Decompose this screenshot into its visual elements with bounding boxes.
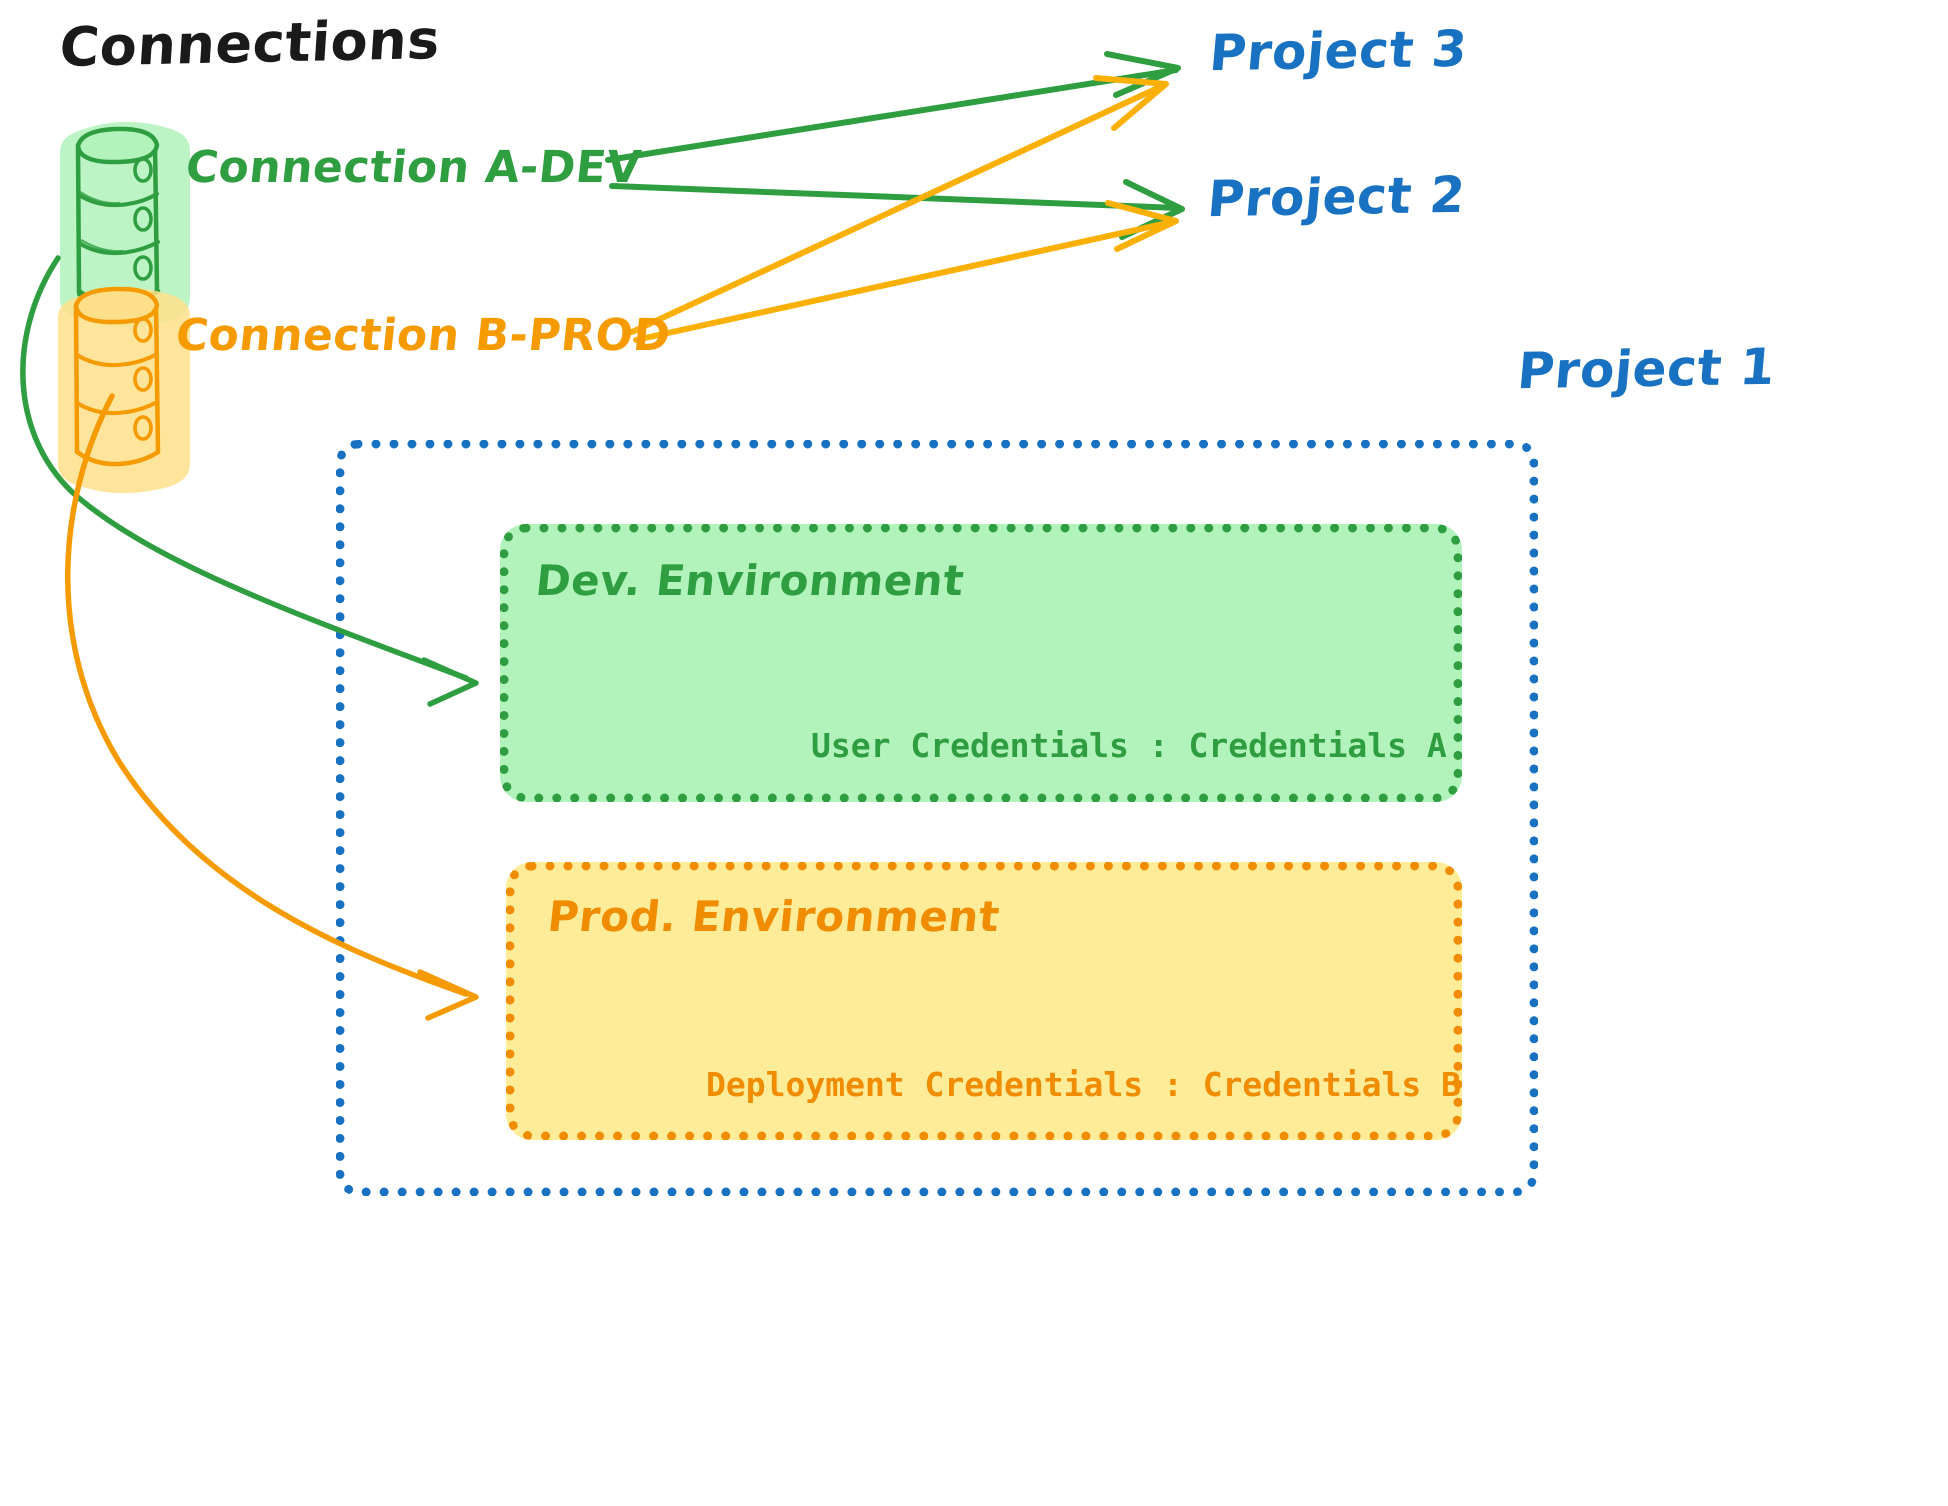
- database-icon-connection-b-prod[interactable]: [58, 286, 190, 494]
- project-3-label[interactable]: Project 3: [1207, 19, 1470, 83]
- edge-b-prod-to-project-3: [629, 75, 1169, 335]
- edge-a-dev-to-dev-environment: [20, 255, 479, 707]
- dev-environment-box[interactable]: [500, 524, 1462, 802]
- database-icon-connection-a-dev[interactable]: [60, 121, 190, 328]
- project-2-label[interactable]: Project 2: [1205, 165, 1468, 229]
- prod-environment-box[interactable]: [506, 862, 1462, 1140]
- project-1-container: [336, 440, 1538, 1196]
- project-1-label[interactable]: Project 1: [1515, 337, 1778, 401]
- edge-a-dev-to-project-3: [605, 51, 1181, 163]
- dev-environment-credentials: User Credentials : Credentials A: [811, 726, 1447, 765]
- edge-b-prod-to-project-2: [633, 200, 1179, 343]
- dev-environment-title: Dev. Environment: [533, 556, 967, 605]
- prod-environment-credentials: Deployment Credentials : Credentials B: [706, 1065, 1461, 1104]
- connection-a-dev-label[interactable]: Connection A-DEV: [183, 142, 644, 193]
- prod-environment-title: Prod. Environment: [545, 892, 1003, 941]
- connection-b-prod-label[interactable]: Connection B-PROD: [173, 310, 674, 361]
- edge-b-prod-to-prod-environment: [65, 393, 479, 1021]
- page-title: Connections: [57, 8, 443, 79]
